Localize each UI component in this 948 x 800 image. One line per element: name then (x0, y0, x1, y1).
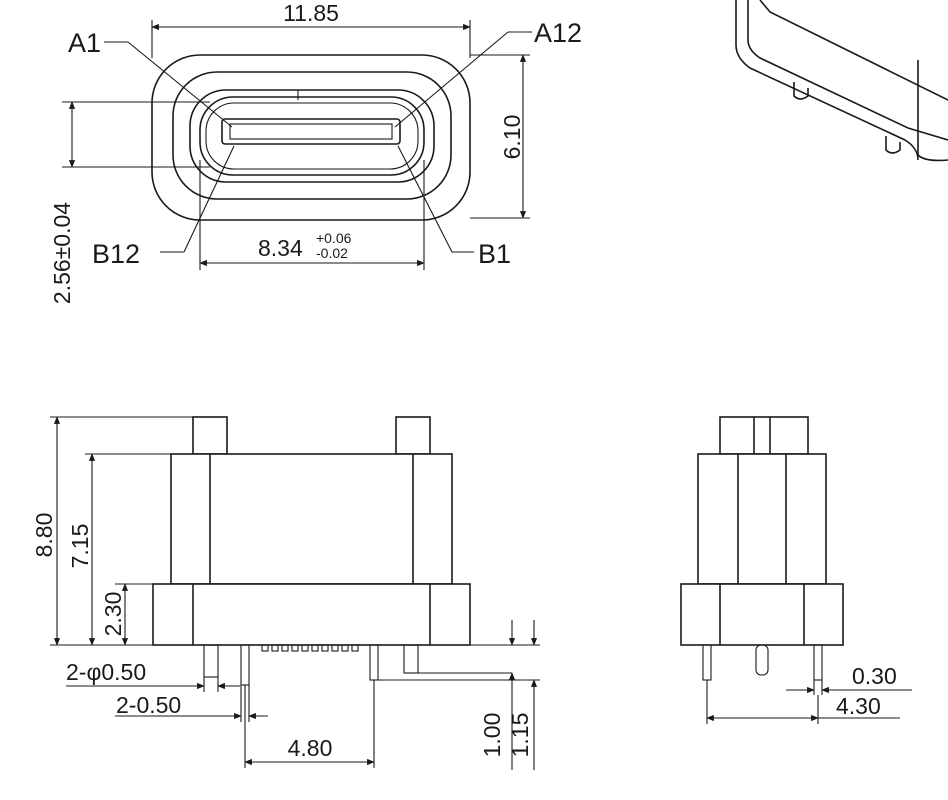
opening-tol-minus: -0.02 (316, 245, 348, 261)
leg-right (369, 644, 379, 681)
opening-dimension: 8.34 (258, 235, 303, 261)
upper-body (170, 453, 453, 585)
peg-spacing-dimension: 4.80 (288, 735, 333, 761)
body-height-dimension: 7.15 (67, 524, 93, 569)
slot-dimension: 2.56±0.04 (49, 202, 75, 304)
smt-pins-row (261, 644, 359, 652)
pin-length-a-dimension: 1.00 (479, 713, 505, 758)
leg-left (240, 644, 250, 686)
total-height-dimension: 8.80 (31, 513, 57, 558)
flange (152, 583, 471, 646)
peg-left (203, 644, 219, 678)
side-view: 0.30 4.30 (680, 416, 912, 724)
peg-right (403, 644, 419, 674)
pin-length-b-dimension: 1.15 (507, 713, 533, 758)
top-view: 11.85 6.10 8.34 +0.06 -0.02 2.56±0.04 A1… (49, 0, 582, 304)
pin-a12-label: A12 (534, 18, 582, 48)
shell-opening (199, 96, 425, 176)
depth-dimension: 4.30 (836, 693, 881, 719)
outer-shell (151, 54, 471, 221)
top-tab-right (395, 416, 431, 455)
pin-b1-label: B1 (478, 239, 511, 269)
pin-thickness-dimension: 0.30 (852, 663, 897, 689)
pin-a1-label: A1 (68, 28, 101, 58)
seal-ring-inner (189, 89, 435, 183)
tongue (221, 118, 401, 145)
height-dimension: 6.10 (499, 115, 525, 160)
shell-opening-inner (205, 102, 419, 170)
width-dimension: 11.85 (283, 0, 339, 26)
peg-diameter-dimension: 2-φ0.50 (66, 659, 146, 685)
flange-height-dimension: 2.30 (100, 592, 126, 637)
pin-width-dimension: 2-0.50 (116, 692, 181, 718)
top-tab-left (192, 416, 228, 455)
tongue-inner (229, 123, 393, 140)
seal-ring-outer (172, 71, 452, 200)
pin-b12-label: B12 (92, 239, 140, 269)
opening-tol-plus: +0.06 (316, 230, 352, 246)
isometric-view-fragment (735, 0, 948, 162)
front-view: 8.80 7.15 2.30 2-φ0.50 2-0.50 4.80 (31, 416, 540, 770)
